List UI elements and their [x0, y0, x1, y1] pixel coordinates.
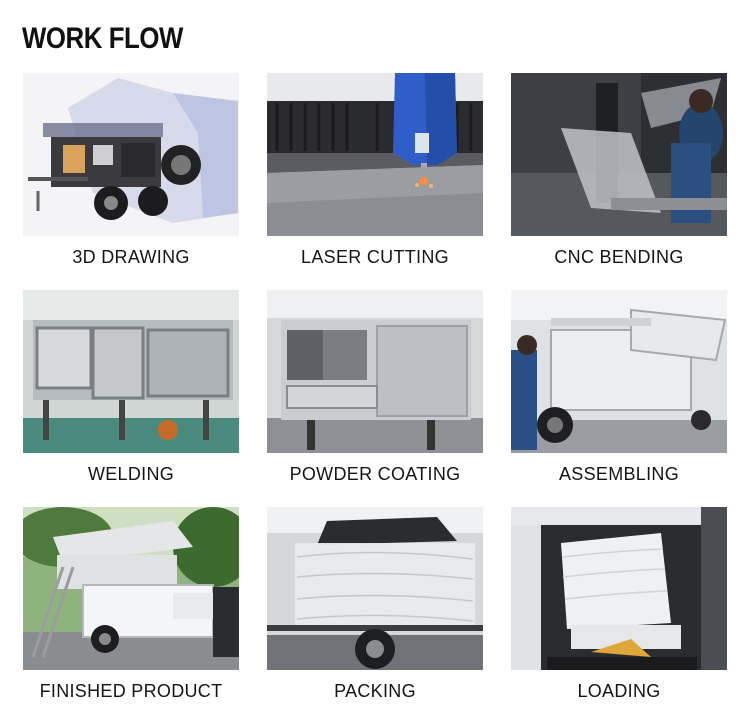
step-label: POWDER COATING [289, 464, 461, 484]
workflow-step-cnc-bending: CNC BENDING [511, 73, 727, 290]
step-label: WELDING [87, 464, 175, 484]
workflow-step-packing: PACKING [267, 507, 483, 724]
laser-cutter-image [267, 73, 483, 236]
workflow-step-loading: LOADING [511, 507, 727, 724]
workflow-step-laser-cutting: LASER CUTTING [267, 73, 483, 290]
welded-frame-image [23, 290, 239, 453]
press-brake-image [511, 73, 727, 236]
coated-body-image [267, 290, 483, 453]
trailer-cad-render-image [23, 73, 239, 236]
workflow-step-assembling: ASSEMBLING [511, 290, 727, 507]
step-label: LOADING [577, 681, 661, 701]
workflow-step-welding: WELDING [23, 290, 239, 507]
page-title: WORK FLOW [22, 22, 183, 55]
step-label: PACKING [334, 681, 416, 701]
step-label: LASER CUTTING [301, 247, 449, 267]
camper-trailer-image [23, 507, 239, 670]
container-loading-image [511, 507, 727, 670]
step-label: FINISHED PRODUCT [39, 681, 223, 701]
wrapped-trailer-image [267, 507, 483, 670]
workflow-grid: 3D DRAWING [23, 73, 727, 724]
workflow-step-finished-product: FINISHED PRODUCT [23, 507, 239, 724]
assembly-line-image [511, 290, 727, 453]
workflow-step-powder-coating: POWDER COATING [267, 290, 483, 507]
step-label: 3D DRAWING [72, 247, 190, 267]
step-label: ASSEMBLING [558, 464, 680, 484]
workflow-step-3d-drawing: 3D DRAWING [23, 73, 239, 290]
step-label: CNC BENDING [554, 247, 684, 267]
